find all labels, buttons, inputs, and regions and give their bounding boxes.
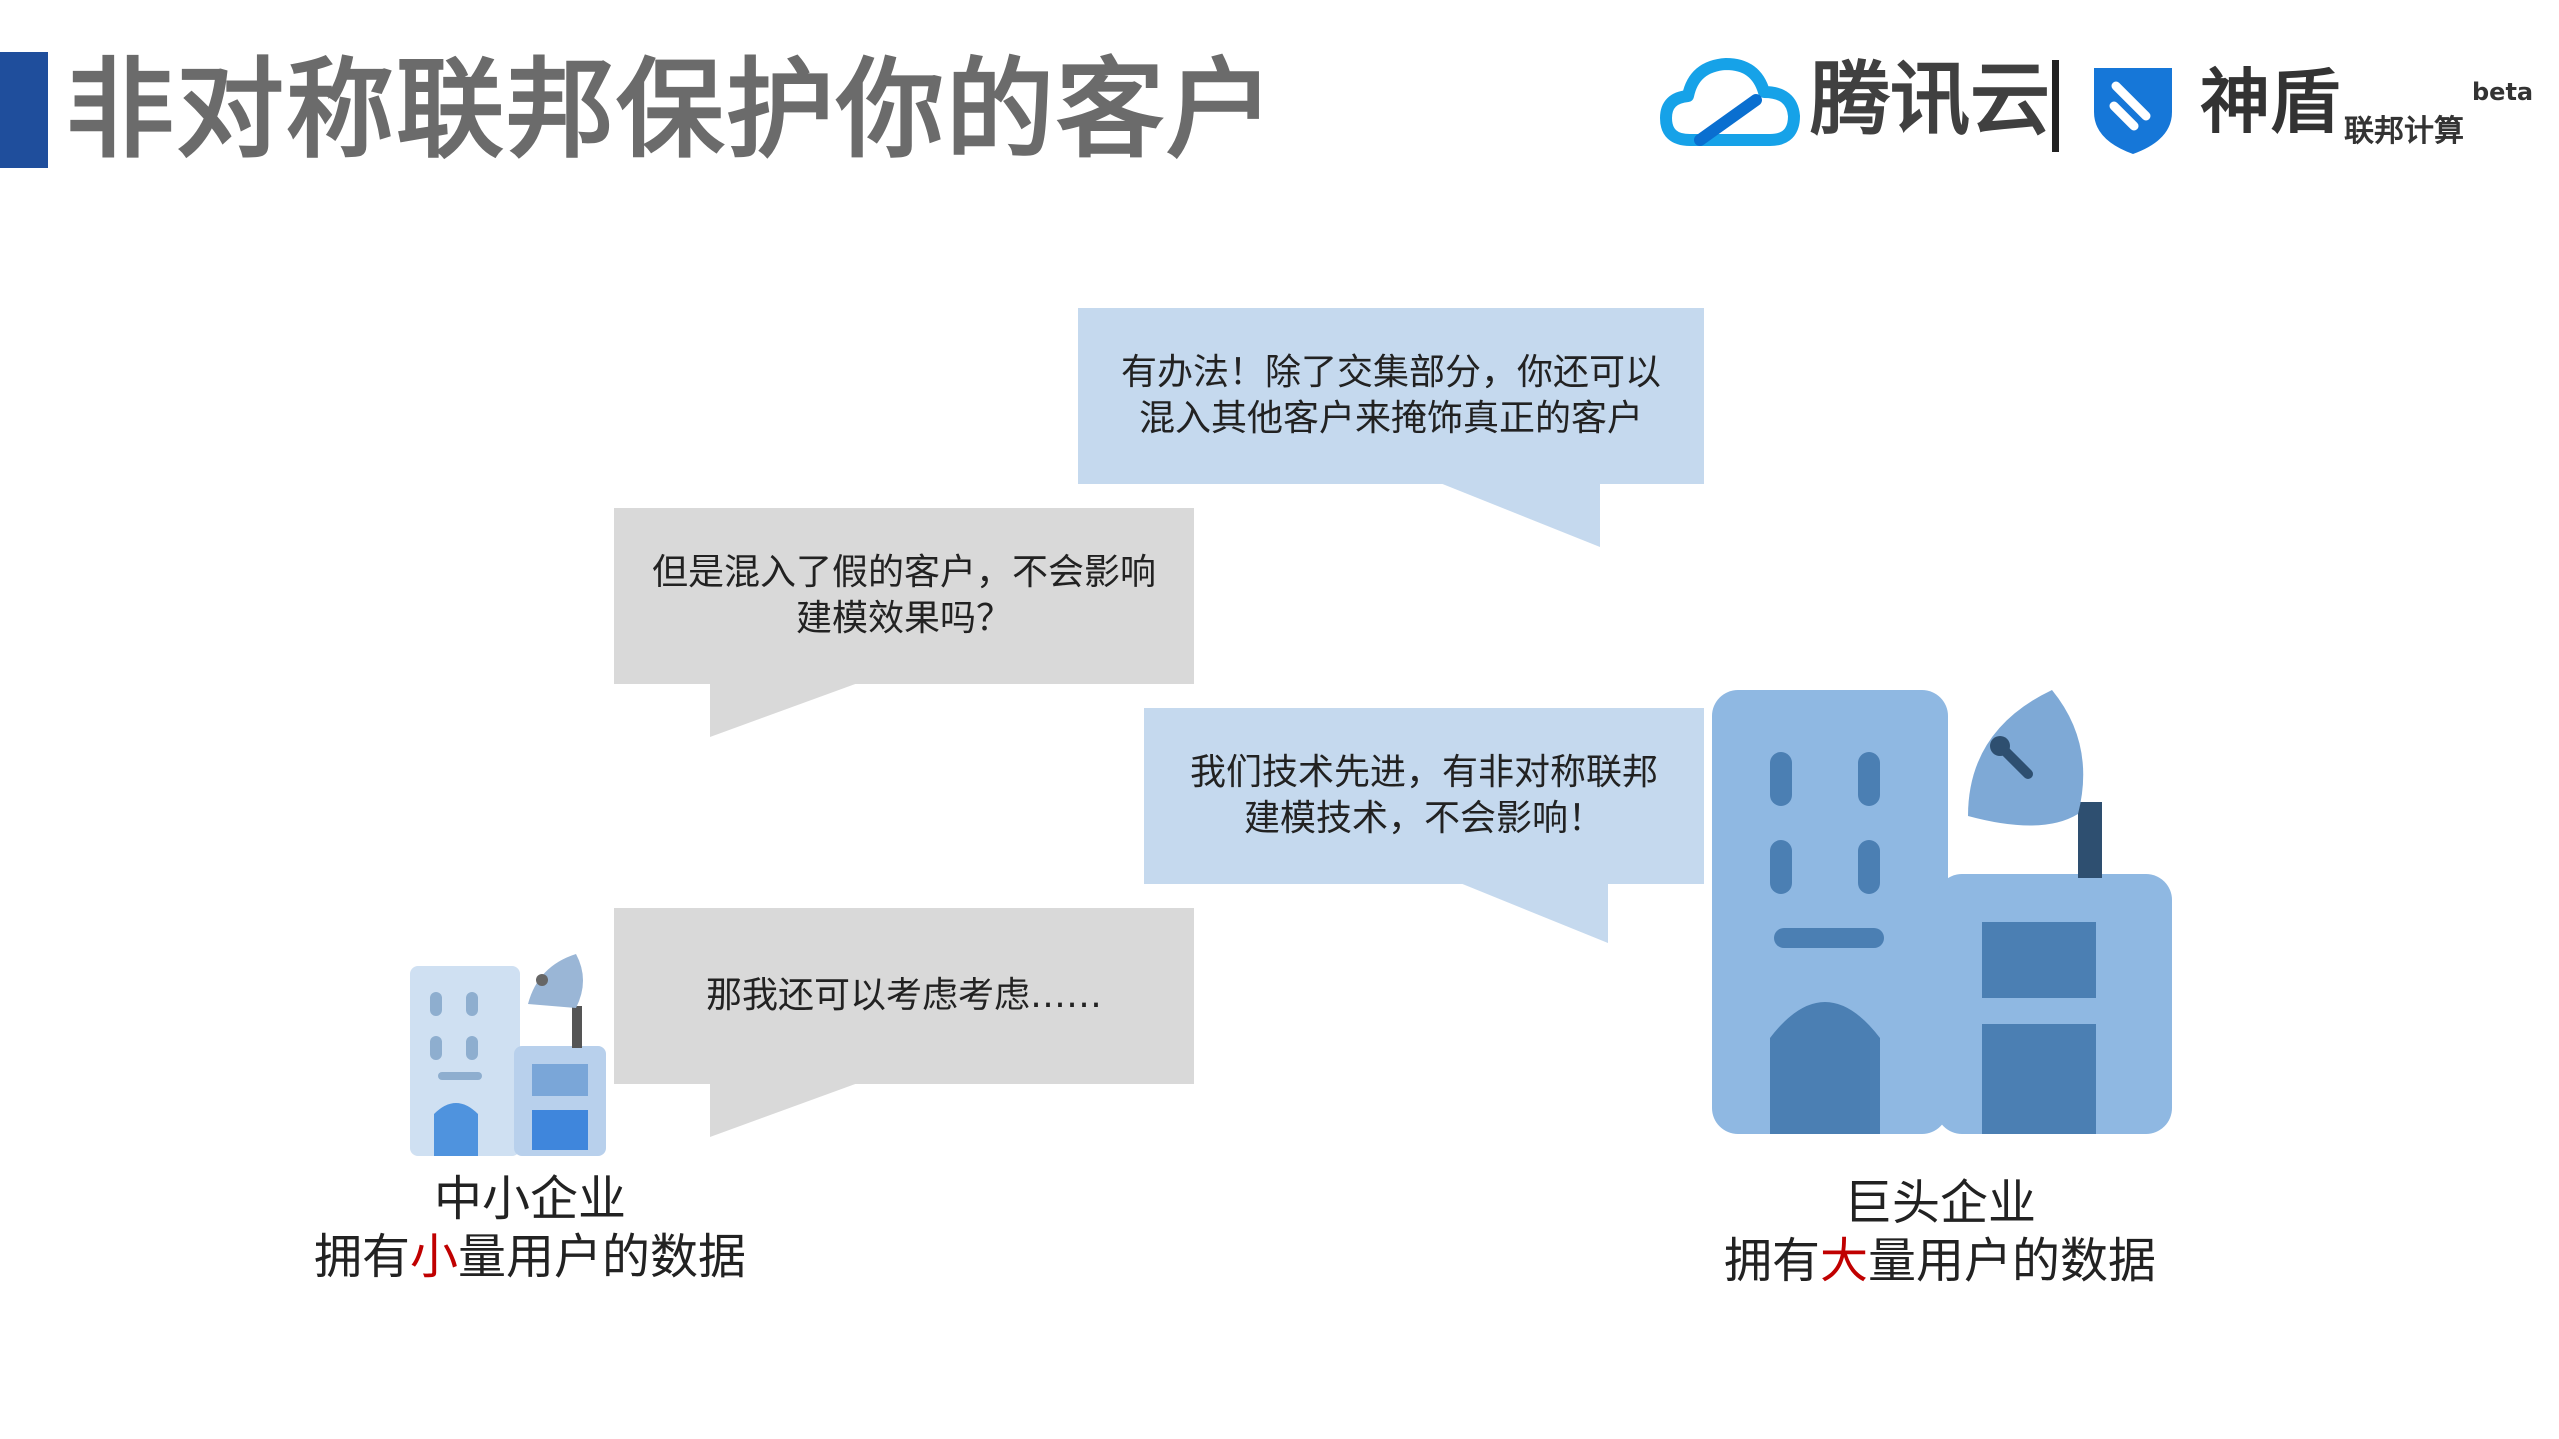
shendun-logo-text: 神盾 bbox=[2200, 61, 2340, 143]
page-title: 非对称联邦保护你的客户 bbox=[66, 48, 1277, 173]
big-building-icon bbox=[1712, 690, 2172, 1138]
reply-bubble-1-tail bbox=[1440, 483, 1600, 547]
small-company-desc-prefix: 拥有 bbox=[313, 1229, 410, 1285]
big-company-name: 巨头企业 bbox=[1843, 1175, 2036, 1231]
reply-bubble-2-line1: 我们技术先进，有非对称联邦 bbox=[1189, 752, 1658, 793]
small-building-icon bbox=[408, 946, 608, 1162]
big-company-desc-prefix: 拥有 bbox=[1723, 1233, 1820, 1289]
beta-label: beta bbox=[2472, 78, 2534, 106]
reply-bubble-1-line1: 有办法！除了交集部分，你还可以 bbox=[1120, 352, 1661, 393]
tencent-cloud-icon bbox=[1660, 54, 1800, 158]
reply-bubble-1-line2: 混入其他客户来掩饰真正的客户 bbox=[1138, 398, 1643, 439]
small-company-desc: 拥有小量用户的数据 bbox=[310, 1228, 750, 1286]
logo-divider bbox=[2052, 60, 2059, 152]
shendun-shield-icon bbox=[2088, 62, 2178, 162]
big-company-desc: 拥有大量用户的数据 bbox=[1720, 1232, 2160, 1290]
title-accent-bar bbox=[0, 52, 48, 168]
reply-bubble-2-tail bbox=[1460, 883, 1608, 943]
tencent-logo-text: 腾讯云 bbox=[1810, 53, 2050, 146]
big-company-desc-suffix: 量用户的数据 bbox=[1868, 1233, 2157, 1289]
reply-bubble-2-line2: 建模技术，不会影响！ bbox=[1243, 798, 1604, 839]
final-bubble-text: 那我还可以考虑考虑…… bbox=[705, 975, 1102, 1016]
federated-computing-label: 联邦计算 bbox=[2344, 114, 2464, 149]
big-company-highlight: 大 bbox=[1819, 1233, 1868, 1289]
small-company-desc-suffix: 量用户的数据 bbox=[458, 1229, 747, 1285]
question-bubble-tail bbox=[710, 683, 858, 737]
small-company-highlight: 小 bbox=[409, 1229, 458, 1285]
reply-bubble-1: 有办法！除了交集部分，你还可以 混入其他客户来掩饰真正的客户 bbox=[1078, 308, 1704, 484]
question-bubble-line1: 但是混入了假的客户，不会影响 bbox=[651, 552, 1156, 593]
question-bubble: 但是混入了假的客户，不会影响 建模效果吗？ bbox=[614, 508, 1194, 684]
final-bubble: 那我还可以考虑考虑…… bbox=[614, 908, 1194, 1084]
small-company-name: 中小企业 bbox=[433, 1171, 626, 1227]
reply-bubble-2: 我们技术先进，有非对称联邦 建模技术，不会影响！ bbox=[1144, 708, 1704, 884]
logo-area: 腾讯云 神盾 联邦计算 beta bbox=[1660, 50, 2540, 160]
final-bubble-tail bbox=[710, 1083, 858, 1137]
big-company-caption: 巨头企业 拥有大量用户的数据 bbox=[1720, 1174, 2160, 1290]
small-company-caption: 中小企业 拥有小量用户的数据 bbox=[310, 1170, 750, 1286]
question-bubble-line2: 建模效果吗？ bbox=[795, 598, 1012, 639]
